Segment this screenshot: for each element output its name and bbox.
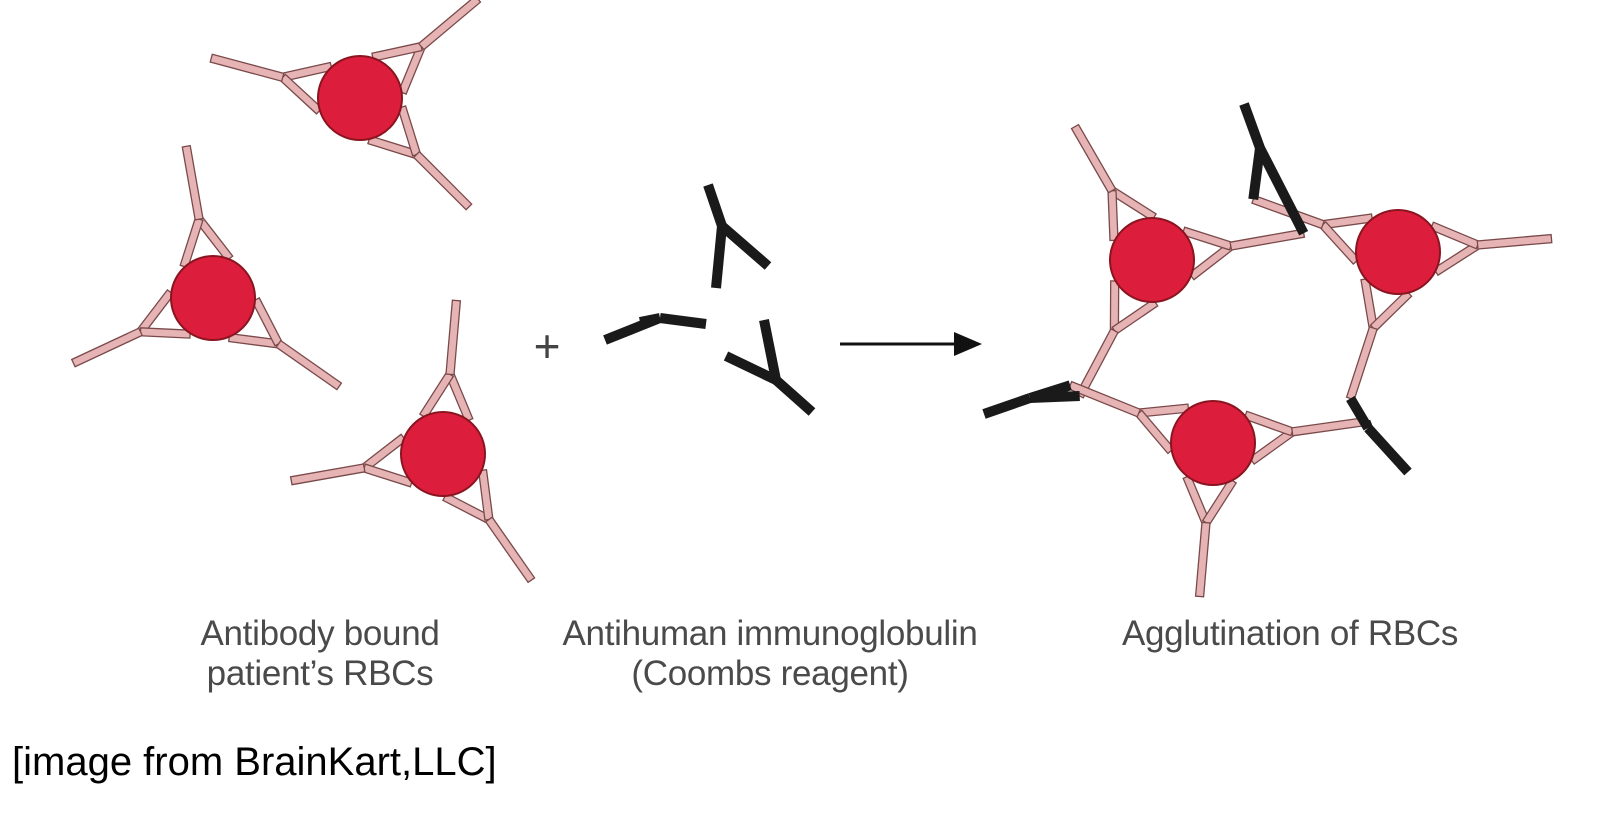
antibody-segment — [1194, 521, 1211, 598]
reagent-segment — [659, 313, 707, 329]
patient-antibody — [70, 288, 191, 368]
reaction-arrow — [840, 332, 982, 356]
antibody-segment — [70, 327, 144, 368]
patient-antibody — [227, 297, 343, 391]
antibody-segment — [139, 327, 191, 339]
reagent-segment — [718, 222, 772, 270]
antibody-segment — [417, 0, 482, 51]
antibody-segment — [1075, 327, 1119, 399]
reagent-segment — [639, 313, 661, 327]
red-blood-cell — [317, 55, 403, 141]
caption-left-line-1: Antibody bound — [200, 614, 440, 653]
antibody-segment — [1290, 416, 1367, 437]
antibody-segment — [1318, 220, 1361, 266]
antibody-segment — [289, 463, 366, 486]
patient-antibody — [1075, 280, 1159, 399]
antibody-segment — [275, 339, 343, 391]
antibody-segment — [209, 53, 285, 82]
antibody-segment — [279, 73, 323, 115]
coombs-antibody — [703, 183, 772, 289]
reagent-segment — [1255, 145, 1309, 236]
patient-antibody — [209, 53, 333, 115]
patient-antibody — [1181, 226, 1306, 281]
coombs-antibody — [723, 319, 816, 416]
reagent-segment — [1346, 395, 1373, 431]
patient-antibody — [1243, 410, 1367, 466]
patient-antibody — [442, 468, 536, 584]
red-blood-cell — [400, 411, 486, 497]
source-credit: [image from BrainKart,LLC] — [12, 740, 497, 784]
patient-antibody — [1067, 380, 1190, 455]
antibody-segment — [1070, 123, 1117, 194]
coombs-antibody — [1346, 395, 1412, 476]
reagent-segment — [711, 225, 727, 289]
coombs-antibody — [1239, 102, 1309, 236]
red-blood-cell — [1355, 209, 1441, 295]
caption-middle-line-1: Antihuman immunoglobulin — [562, 614, 978, 653]
caption-agglutination: Agglutination of RBCs — [1070, 614, 1510, 654]
patient-antibody — [1070, 123, 1157, 242]
reaction-arrow-head — [954, 332, 982, 356]
patient-antibody — [1429, 221, 1553, 277]
reagent-segment — [1239, 102, 1265, 150]
patient-antibody — [418, 299, 474, 423]
antibody-segment — [1476, 233, 1553, 250]
antibody-segment — [484, 516, 536, 584]
antibody-segment — [1229, 228, 1306, 251]
plus-sign: + — [534, 320, 561, 372]
coombs-antibody — [982, 380, 1080, 419]
coombs-reagent-layer — [603, 102, 1412, 476]
rbc-layer — [170, 55, 1441, 497]
caption-right-line-1: Agglutination of RBCs — [1121, 614, 1459, 653]
caption-coombs-reagent: Antihuman immunoglobulin (Coombs reagent… — [505, 614, 1035, 694]
antibody-segment — [181, 144, 204, 221]
red-blood-cell — [1109, 217, 1195, 303]
patient-antibody — [179, 144, 234, 269]
antibody-segment — [1345, 325, 1378, 401]
antibody-segment — [1107, 189, 1119, 242]
patient-antibody-layer — [70, 0, 1553, 598]
patient-antibody — [1182, 474, 1238, 598]
patient-antibody — [289, 433, 414, 488]
antibody-segment — [445, 299, 462, 376]
antibody-segment — [1134, 409, 1175, 455]
red-blood-cell — [1170, 400, 1256, 486]
caption-antibody-bound-rbcs: Antibody bound patient’s RBCs — [150, 614, 490, 694]
patient-antibody — [1251, 194, 1374, 266]
antibody-segment — [1369, 289, 1413, 332]
coombs-antibody — [603, 313, 707, 345]
antibody-segment — [412, 150, 473, 211]
reagent-segment — [723, 351, 779, 385]
reagent-segment — [982, 393, 1032, 419]
reagent-segment — [1364, 424, 1412, 476]
caption-left-line-2: patient’s RBCs — [206, 654, 434, 693]
patient-antibody — [371, 0, 482, 95]
reagent-segment — [1028, 380, 1072, 403]
reagent-segment — [772, 376, 816, 416]
red-blood-cell — [170, 255, 256, 341]
patient-antibody — [367, 105, 473, 211]
patient-antibody — [1345, 277, 1413, 401]
reagent-segment — [703, 183, 727, 228]
reagent-segment — [759, 319, 781, 381]
caption-middle-line-2: (Coombs reagent) — [631, 654, 909, 693]
